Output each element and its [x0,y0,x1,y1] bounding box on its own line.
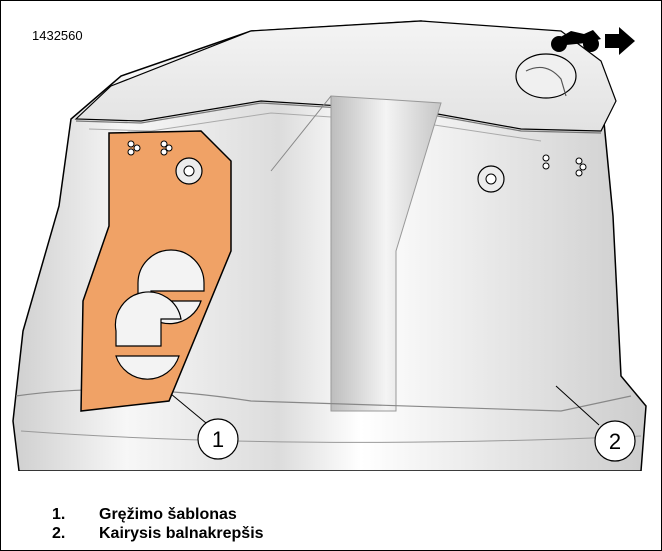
legend-number: 2. [52,525,66,542]
callout-2-leader [555,385,600,426]
motorcycle-forward-arrow-icon [551,27,635,55]
body-groove [330,95,442,412]
latch-pod [515,53,577,99]
legend-item: 2. Kairysis balnakrepšis [52,524,264,543]
legend: 1. Gręžimo šablonas 2. Kairysis balnakre… [52,505,264,543]
callout-2-number: 2 [609,429,621,454]
callout-1-number: 1 [212,427,224,452]
legend-number: 1. [52,506,66,523]
callout-1-circle [197,418,239,460]
template-cutout-upper [137,249,205,302]
callout-2-circle [594,420,636,462]
saddlebag-illustration: 1 2 [12,20,647,471]
legend-label: Gręžimo šablonas [99,506,237,523]
legend-label: Kairysis balnakrepšis [99,525,264,542]
figure-id: 1432560 [32,28,83,43]
saddlebag-lid [74,20,617,132]
template-cutout-lower [114,291,182,347]
legend-item: 1. Gręžimo šablonas [52,505,264,524]
mounting-holes-right [542,154,587,177]
callout-1-leader [170,393,207,424]
template-holes [127,140,173,156]
